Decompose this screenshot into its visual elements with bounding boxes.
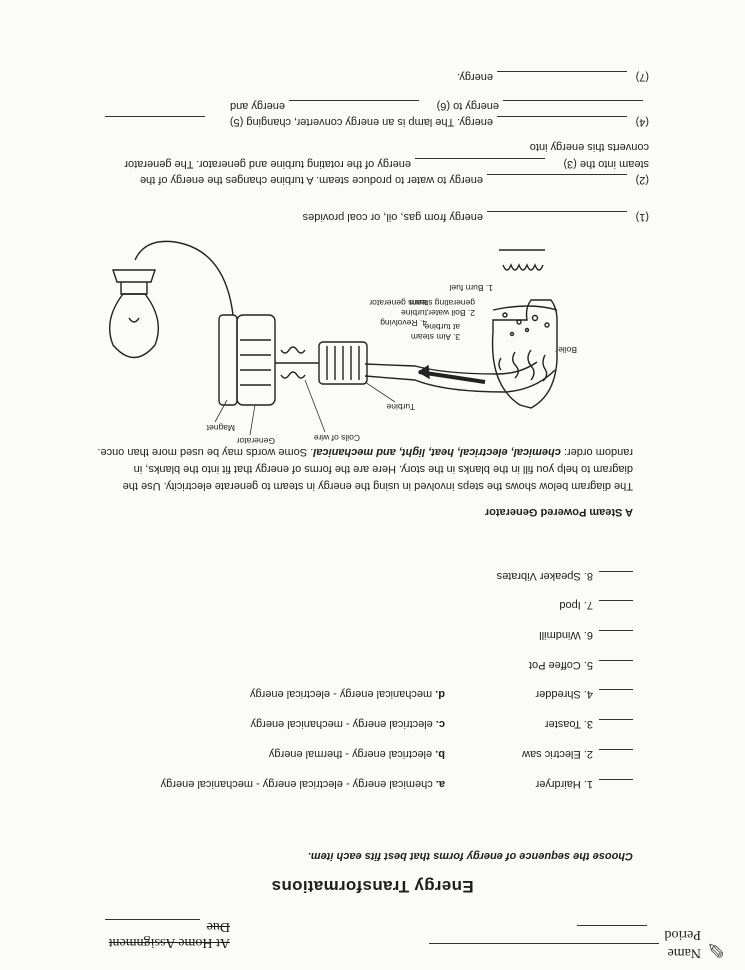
story-blank-7[interactable]	[497, 71, 627, 72]
story-pre-3: steam into the (3)	[563, 158, 649, 170]
story-blank-5[interactable]	[105, 116, 205, 117]
label-boil-water-2: generating steam	[409, 298, 475, 308]
story-blank-6[interactable]	[289, 100, 419, 101]
story-blank-2[interactable]	[487, 174, 627, 175]
label-turbine: Turbine	[386, 402, 415, 412]
story-pre-5: energy to (6)	[436, 100, 499, 112]
burner-flame-icon	[499, 249, 545, 271]
label-magnet: Magnet	[206, 423, 235, 433]
lamp-socket-icon	[112, 269, 156, 283]
boiler-icon	[491, 299, 558, 409]
label-boiler: Boiler	[555, 345, 577, 355]
story-num-7: (7)	[635, 71, 649, 83]
label-revolving-3: turns generator	[369, 298, 427, 308]
light-bulb-icon	[109, 293, 159, 359]
story-text-7: energy.	[457, 71, 493, 83]
story-text-3b: converts this energy into	[529, 141, 649, 153]
generator-icon	[236, 314, 276, 406]
story-blank-4[interactable]	[497, 116, 627, 117]
label-aim-steam-2: at turbine	[424, 322, 460, 332]
label-generator: Generator	[237, 436, 275, 446]
coils-icon	[280, 346, 306, 379]
story-text-1: energy from gas, oil, or coal provides	[302, 211, 483, 223]
story-text-4: energy. The lamp is an energy converter,…	[229, 116, 493, 128]
story-blank-3[interactable]	[415, 158, 545, 159]
story-text-2: energy to water to produce steam. A turb…	[139, 174, 483, 186]
story-num-1: (1)	[635, 211, 649, 223]
label-coils: Coils of wire	[313, 433, 360, 443]
label-burn-fuel: 1. Burn fuel	[449, 283, 493, 293]
label-revolving-1: 4. Revolving	[380, 318, 427, 328]
story-blank-5b[interactable]	[503, 100, 643, 101]
story-num-4: (4)	[635, 116, 649, 128]
story-text-3: energy of the rotating turbine and gener…	[124, 158, 411, 170]
story-text-5: energy and	[229, 100, 285, 112]
label-revolving-2: turbine	[401, 308, 427, 318]
label-boil-water-1: 2. Boil water,	[426, 308, 475, 318]
story-num-2: (2)	[635, 174, 649, 186]
label-aim-steam-1: 3. Aim steam	[411, 332, 460, 342]
story-blank-1[interactable]	[487, 211, 627, 212]
